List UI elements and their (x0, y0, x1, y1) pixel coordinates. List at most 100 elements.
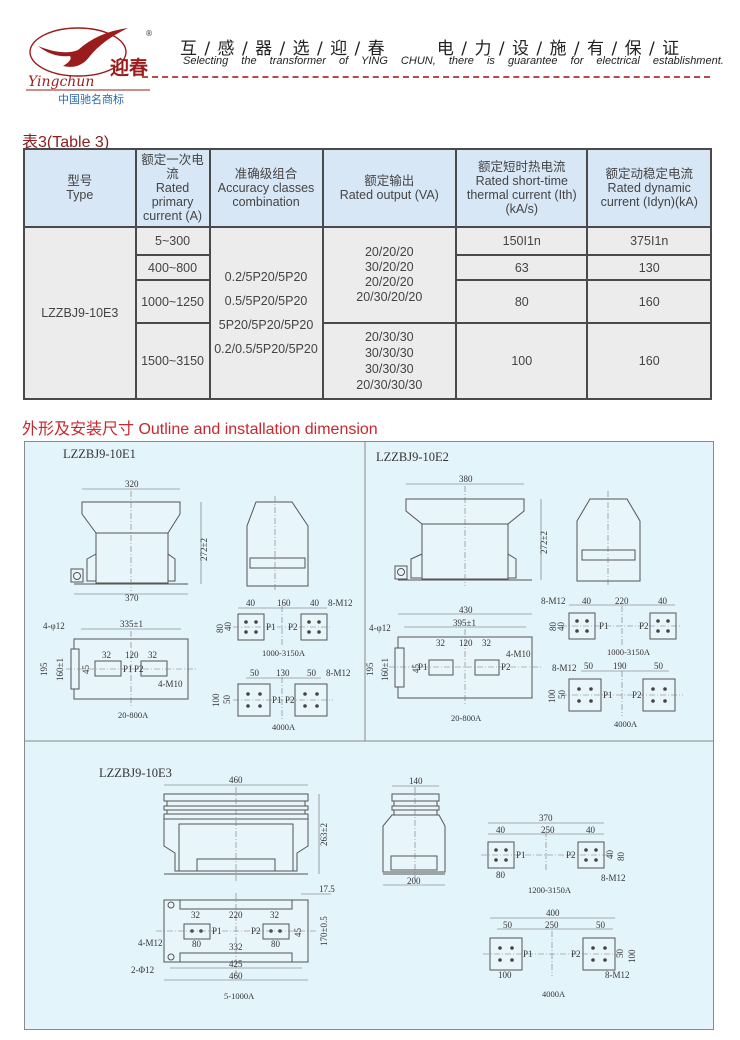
dimension-drawings: LZZBJ9-10E1 320 370 272±2 335±1 4-φ12 32… (25, 442, 713, 1001)
dimension-label: 40 (586, 825, 596, 835)
dimension-label: 4-φ12 (369, 623, 391, 633)
logo-en-text: Yingchun (28, 74, 94, 90)
dimension-label: 80 (192, 939, 202, 949)
drawing-panel: LZZBJ9-10E1 320 370 272±2 335±1 4-φ12 32… (24, 441, 714, 1030)
drawing-caption: 1000-3150A (607, 647, 651, 657)
dimension-label: 272±2 (539, 531, 549, 554)
dimension-label: 4-M10 (506, 649, 531, 659)
dimension-label: 80 (548, 622, 558, 632)
thermal-cell: 100 (455, 322, 589, 400)
dimension-label: 额定一次电流 (141, 153, 204, 181)
drawing-caption: 4000A (542, 989, 566, 999)
dimension-label: 8-M12 (326, 668, 351, 678)
dimension-label: 50 (307, 668, 317, 678)
dynamic-cell: 130 (586, 254, 712, 281)
dimension-label: 8-M12 (605, 970, 630, 980)
dimension-label: 320 (125, 479, 139, 489)
dynamic-cell: 160 (586, 279, 712, 324)
dimension-label: 40 (582, 596, 592, 606)
dimension-label: P1 (599, 621, 609, 631)
dimension-label: 220 (615, 596, 629, 606)
dimension-label: 100 (547, 689, 557, 703)
dimension-label: 80 (616, 852, 626, 862)
dimension-label: 200 (407, 876, 421, 886)
slogan-chinese: 互 / 感 / 器 / 选 / 迎 / 春 电 / 力 / 设 / 施 / 有 … (180, 39, 681, 59)
dimension-label: 30/30/30 (364, 346, 414, 360)
dimension-label: 40 (223, 622, 233, 632)
dimension-label: 430 (459, 605, 473, 615)
dimension-label: 120 (459, 638, 473, 648)
dimension-label: 80 (271, 939, 281, 949)
dimension-label: Rated primary current (A) (143, 181, 203, 223)
dimension-label: 425 (229, 959, 243, 969)
side-view (576, 491, 641, 586)
dimension-label: P1 (523, 949, 533, 959)
dimension-label: 100 (498, 970, 512, 980)
dimension-label: 160±1 (380, 658, 390, 681)
dimension-label: 40 (658, 596, 668, 606)
dimension-label: 272±2 (199, 538, 209, 561)
dimension-label: 30/20/20 (364, 260, 414, 274)
front-view: 460 263±2 (163, 775, 329, 881)
dimension-label: 40 (605, 850, 615, 860)
logo-cn-text: 迎春 (110, 56, 148, 79)
drawing-caption: 5-1000A (224, 991, 255, 1001)
dimension-label: 120 (125, 650, 139, 660)
dimension-label: P2 (632, 690, 642, 700)
dimension-label: 50 (596, 920, 606, 930)
dimension-label: P2 (639, 621, 649, 631)
dimension-label: 4-M12 (138, 938, 163, 948)
dimension-label: 50 (654, 661, 664, 671)
dimension-label: P2 (571, 949, 581, 959)
dynamic-cell: 160 (586, 322, 712, 400)
dimension-label: P2 (566, 850, 576, 860)
dimension-label: P1 (212, 926, 222, 936)
dimension-label: 460 (229, 971, 243, 981)
dimension-label: P1 (603, 690, 613, 700)
dimension-label: 195 (365, 662, 375, 676)
dimension-label: 460 (229, 775, 243, 785)
drawing-caption: 4000A (614, 719, 638, 729)
dimension-label: 32 (191, 910, 200, 920)
front-view: 320 370 272±2 (70, 479, 209, 603)
dimension-label: 130 (276, 668, 290, 678)
dimension-label: 8-M12 (541, 596, 566, 606)
dimension-label: 160 (277, 598, 291, 608)
type-cell: LZZBJ9-10E3 (23, 226, 137, 400)
side-view: 140 200 (382, 776, 446, 886)
drawing-e1: LZZBJ9-10E1 320 370 272±2 335±1 4-φ12 32… (39, 447, 353, 732)
dimension-label: 100 (627, 949, 637, 963)
terminal-view-1000-3150: 40 220 40 8-M12 P1 P2 80 40 1000-3150A (541, 596, 681, 657)
dimension-label: 40 (556, 622, 566, 632)
dimension-label: 32 (436, 638, 445, 648)
dimension-label: 8-M12 (328, 598, 353, 608)
dimension-label: 5P20/5P20/5P20 (218, 318, 314, 332)
dimension-label: 20/30/20/20 (356, 290, 423, 304)
dimension-label: 20/30/30 (364, 330, 414, 344)
dimension-label: 2-Φ12 (131, 965, 154, 975)
dimension-label: 20/20/20 (364, 275, 414, 289)
dimension-label: 370 (125, 593, 139, 603)
dimension-label: 45 (81, 665, 91, 675)
table-row: 400~800 63 130 (24, 254, 712, 281)
dimension-label: P2 (285, 695, 295, 705)
drawing-caption: 4000A (272, 722, 296, 732)
slogan-english: Selecting the transformer of YING CHUN, … (183, 55, 724, 67)
drawing-title: LZZBJ9-10E1 (63, 447, 136, 461)
dimension-label: 160±1 (55, 658, 65, 681)
dimension-label: 20/20/20 (364, 245, 414, 259)
drawing-caption: 1200-3150A (528, 885, 572, 895)
registered-mark: ® (145, 29, 153, 38)
dimension-label: 395±1 (453, 618, 476, 628)
dimension-label: Rated dynamic current (Idyn)(kA) (600, 181, 698, 209)
side-view (246, 496, 309, 591)
dimension-label: 20/30/30/30 (356, 378, 423, 392)
